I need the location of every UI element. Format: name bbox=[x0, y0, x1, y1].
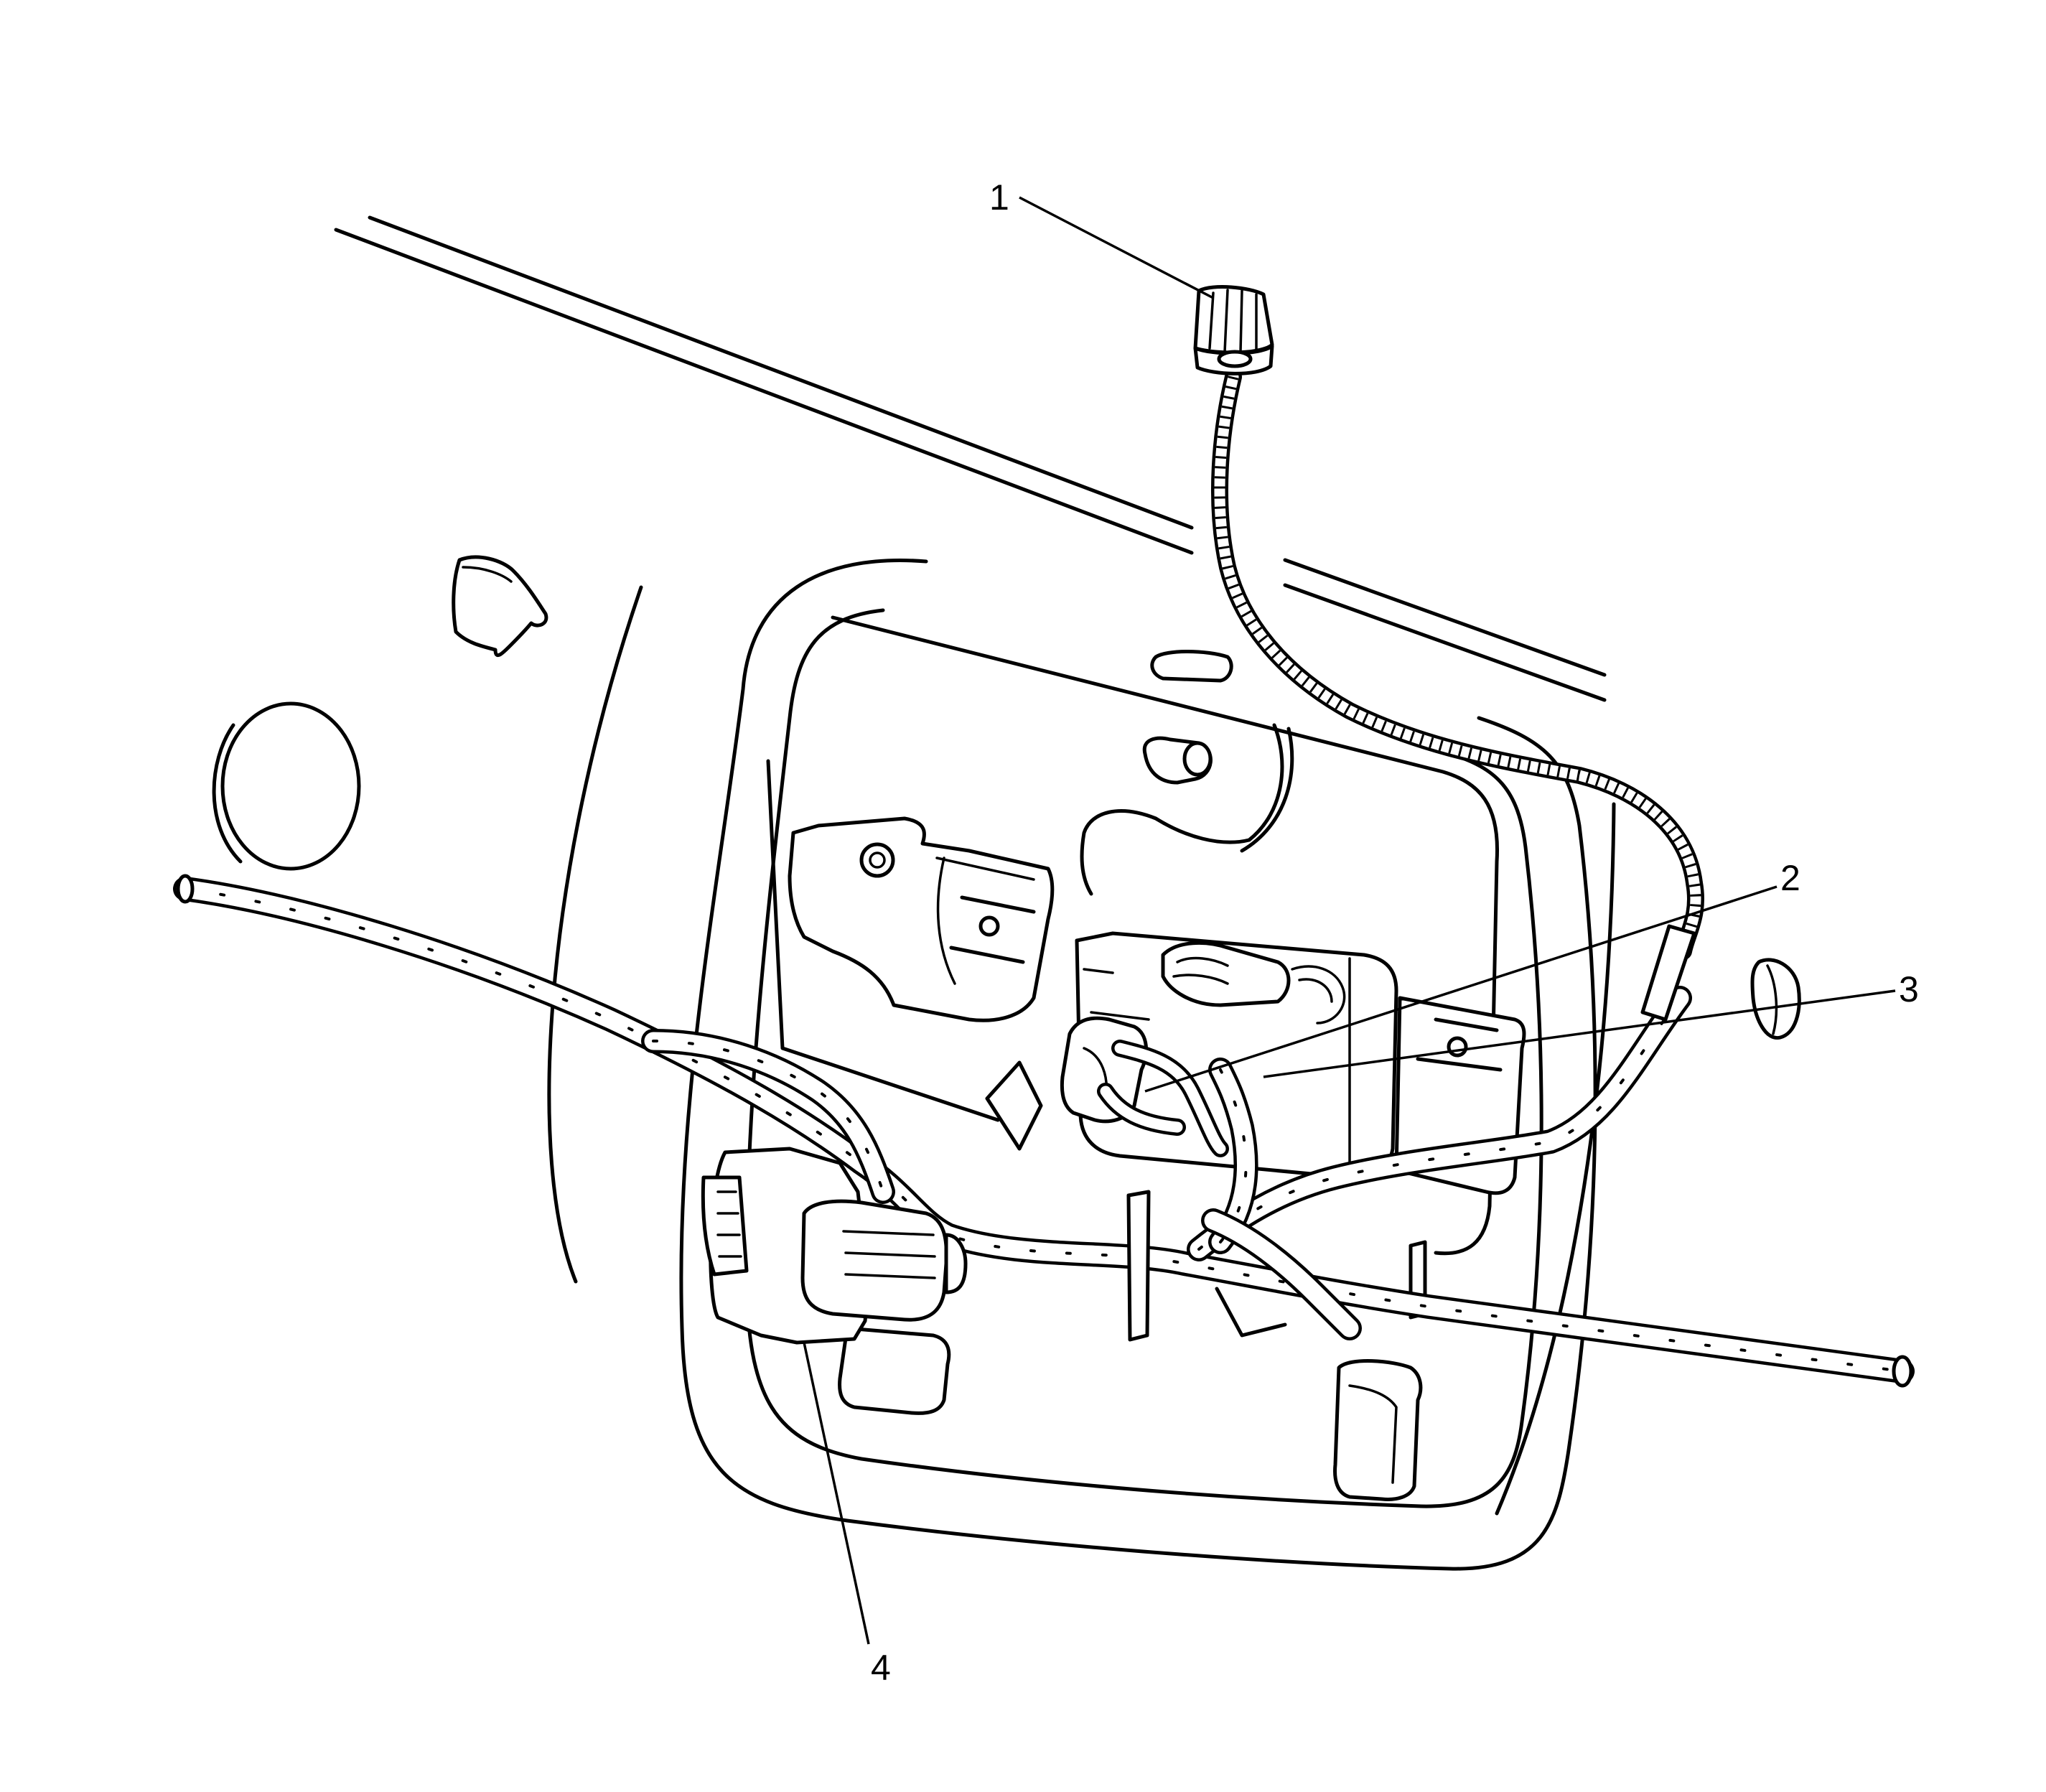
lower-clip-tab bbox=[1333, 1359, 1423, 1501]
leader-1 bbox=[1019, 196, 1214, 299]
antenna-knob bbox=[1193, 285, 1274, 375]
trim-panel-inner bbox=[744, 608, 1543, 1508]
callout-labels: 1 2 3 4 bbox=[871, 177, 1919, 1688]
leader-3 bbox=[1263, 989, 1896, 1078]
lower-left-pocket bbox=[838, 1326, 951, 1415]
panel-clip-upper bbox=[452, 555, 548, 658]
panel-recess bbox=[831, 615, 1500, 1256]
leader-2 bbox=[1144, 885, 1778, 1093]
callout-2: 2 bbox=[1780, 858, 1800, 898]
leader-4 bbox=[803, 1342, 870, 1645]
callout-1: 1 bbox=[989, 177, 1009, 218]
upper-mount-tab bbox=[1150, 650, 1233, 683]
callout-leaders bbox=[803, 196, 1896, 1645]
harness-connector bbox=[701, 1147, 968, 1345]
panel-plug-left bbox=[220, 701, 361, 871]
trim-panel-outer bbox=[679, 559, 1597, 1571]
harness-tie-strap bbox=[1126, 1190, 1151, 1342]
callout-3: 3 bbox=[1899, 969, 1919, 1009]
callout-4: 4 bbox=[871, 1648, 891, 1688]
mounting-bracket-left bbox=[788, 816, 1055, 1022]
wiring-harness bbox=[173, 874, 1915, 1388]
antenna-cable bbox=[1211, 368, 1705, 1022]
